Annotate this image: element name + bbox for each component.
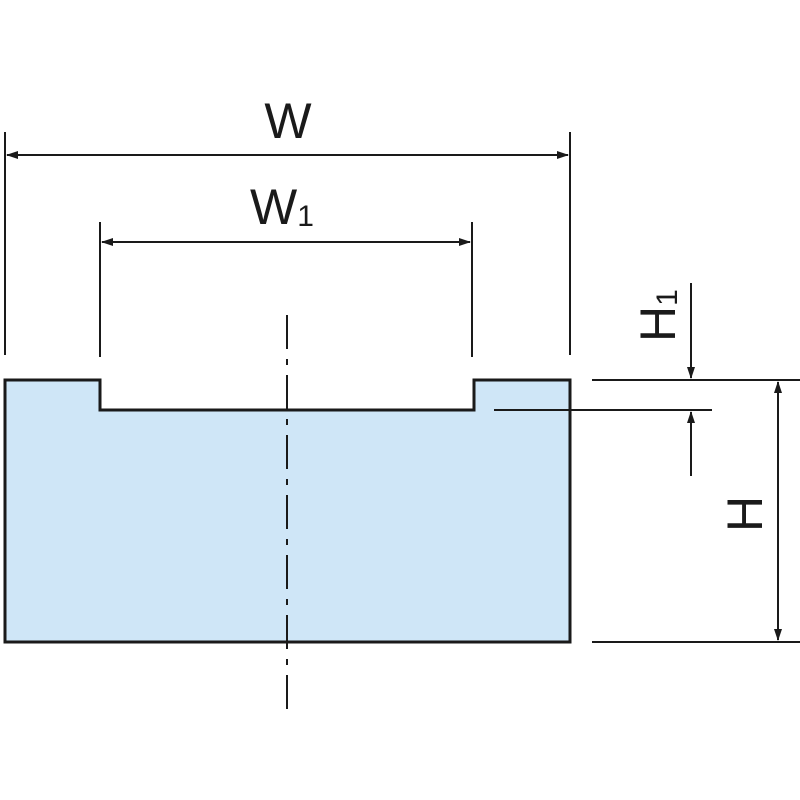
h1-label: H1: [630, 289, 686, 342]
w1-label-letter: W: [250, 179, 298, 235]
h-label: H: [717, 496, 773, 532]
h1-label-subscript: 1: [651, 289, 684, 306]
w1-label: W1: [250, 179, 314, 235]
h1-label-letter: H: [630, 306, 686, 342]
w1-label-subscript: 1: [297, 200, 314, 233]
w-label: W: [264, 93, 312, 149]
